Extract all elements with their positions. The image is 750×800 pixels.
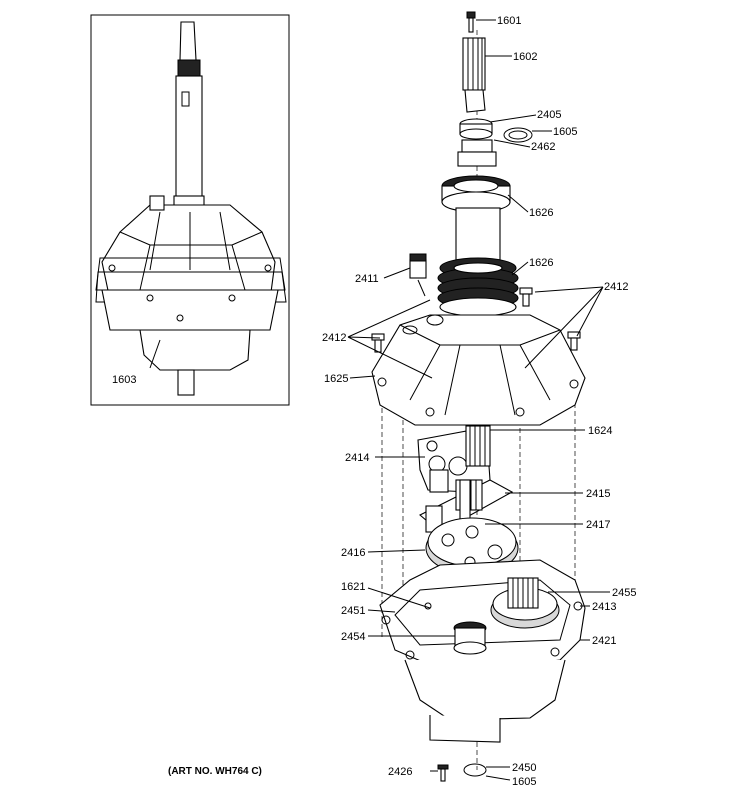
inset-output-shaft <box>177 369 195 396</box>
part-1626-lower-seal-stack <box>437 257 519 317</box>
part-2450-ring <box>463 763 487 777</box>
callout-1626-lower: 1626 <box>529 257 553 269</box>
callout-2451: 2451 <box>341 605 365 617</box>
leader-lines <box>347 19 610 781</box>
callout-1605-upper: 1605 <box>553 126 577 138</box>
part-2405-seal <box>459 118 493 140</box>
assembled-transmission-inset: 1603 <box>90 14 290 406</box>
alignment-lines <box>381 395 576 645</box>
inset-bolt-hole <box>228 294 236 302</box>
callout-2415: 2415 <box>586 488 610 500</box>
callout-2411: 2411 <box>355 273 379 285</box>
inset-flange-lower <box>101 289 279 331</box>
callout-1601: 1601 <box>497 15 521 27</box>
part-1626-upper-bearing <box>441 175 511 213</box>
part-2462-bushing <box>457 139 497 167</box>
callout-2405: 2405 <box>537 109 561 121</box>
part-1601-screw <box>466 11 476 33</box>
inset-shaft-collar <box>177 59 201 77</box>
callout-1625: 1625 <box>324 373 348 385</box>
inset-bolt-hole <box>146 294 154 302</box>
callout-2412-right: 2412 <box>604 281 628 293</box>
inset-leader-1603 <box>149 339 161 369</box>
inset-frame <box>90 14 290 406</box>
callout-2414: 2414 <box>345 452 369 464</box>
inset-bolt-hole <box>264 264 272 272</box>
inset-housing-cover <box>101 204 276 301</box>
part-2426-screw <box>437 764 449 782</box>
callout-1605-lower: 1605 <box>512 776 536 788</box>
part-2411-vent-plug <box>409 253 427 279</box>
callout-1621: 1621 <box>341 581 365 593</box>
inset-housing-ribs-2 <box>149 211 231 271</box>
callout-2454: 2454 <box>341 631 365 643</box>
callout-2417: 2417 <box>586 519 610 531</box>
bolt <box>519 287 533 307</box>
callout-1626-upper: 1626 <box>529 207 553 219</box>
inset-flange-middle <box>95 271 287 303</box>
callout-2421: 2421 <box>592 635 616 647</box>
part-1605-washer <box>503 127 533 143</box>
callout-1602: 1602 <box>513 51 537 63</box>
callout-1603: 1603 <box>112 374 136 386</box>
callout-2416: 2416 <box>341 547 365 559</box>
callout-2462: 2462 <box>531 141 555 153</box>
callout-1624: 1624 <box>588 425 612 437</box>
inset-shaft-slot <box>181 91 190 107</box>
callout-2413: 2413 <box>592 601 616 613</box>
callout-labels: 1601 1602 2405 1605 2462 1626 1626 2411 … <box>322 15 636 788</box>
callout-2450: 2450 <box>512 762 536 774</box>
art-number: (ART NO. WH764 C) <box>168 766 262 777</box>
inset-housing-ribs <box>119 231 263 291</box>
part-2454-coupling <box>453 621 487 655</box>
part-1625-housing-cover <box>371 314 586 426</box>
callout-2426: 2426 <box>388 766 412 778</box>
inset-bolt-hole <box>108 264 116 272</box>
part-1624-pinion-gear <box>465 425 491 467</box>
bolt <box>567 331 581 351</box>
inset-shaft-tip <box>179 21 197 61</box>
inset-bolt-hole <box>176 314 184 322</box>
part-1602-spline-shaft <box>462 37 486 113</box>
part-2455-output-gear <box>490 577 560 629</box>
inset-gear-case <box>139 329 251 371</box>
callout-2412-left: 2412 <box>322 332 346 344</box>
callout-2455: 2455 <box>612 587 636 599</box>
inset-vent-plug <box>149 195 165 211</box>
